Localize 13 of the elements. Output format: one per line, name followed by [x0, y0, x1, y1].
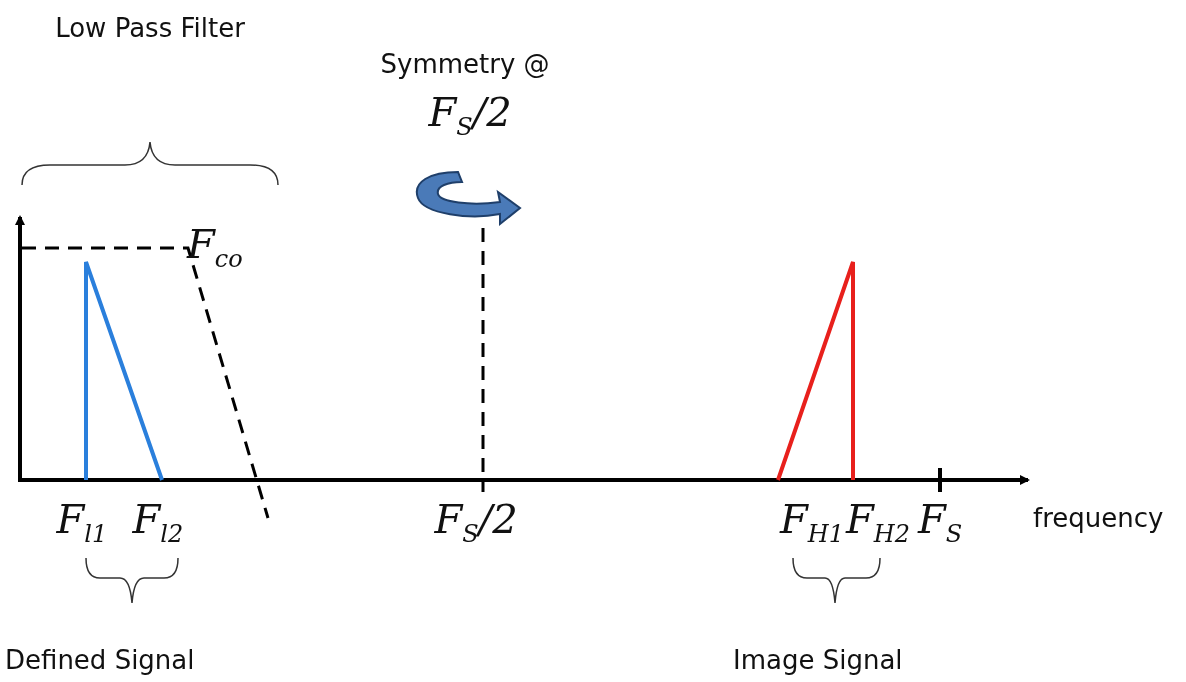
annotation: Image Signal — [733, 644, 903, 677]
symmetry-label: Symmetry @ — [380, 48, 550, 81]
math-label: F$_{l2}$ — [132, 497, 184, 548]
axis-label: frequency — [1033, 502, 1164, 535]
math-label: F$_{co}$ — [187, 222, 243, 273]
math-label: F$_{H2}$ — [846, 497, 910, 548]
annotation: Defined Signal — [5, 644, 195, 677]
math-label: F$_{H1}$ — [780, 497, 844, 548]
math-label: F$_{S}$/2 — [428, 90, 512, 141]
math-label: F$_{S}$ — [918, 497, 963, 548]
math-label: F$_{S}$/2 — [434, 497, 518, 548]
math-label: F$_{l1}$ — [56, 497, 108, 548]
filter-label: Low Pass Filter — [54, 12, 246, 45]
